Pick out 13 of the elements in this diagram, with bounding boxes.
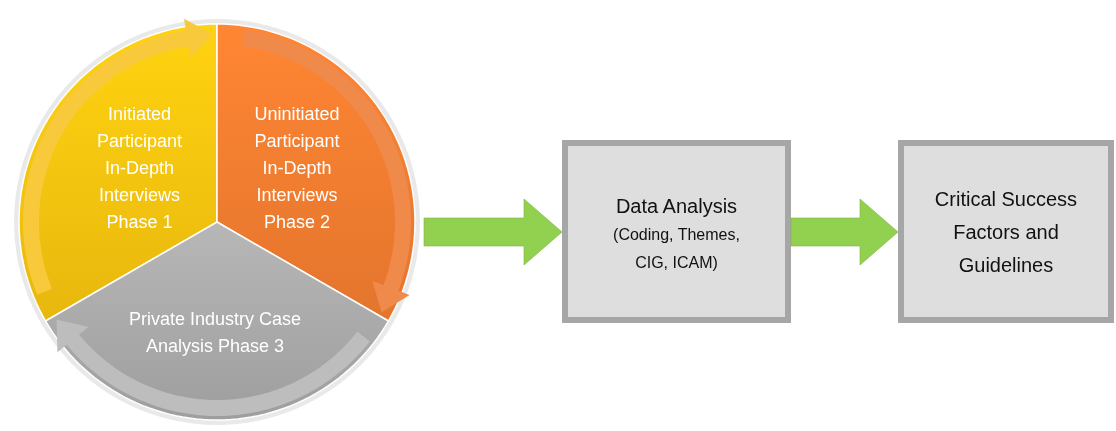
outcome-box: [898, 140, 1114, 323]
box-subtitle: (Coding, Themes, CIG, ICAM): [612, 225, 741, 273]
block-arrow: [423, 198, 563, 266]
phase-label: Private Industry Case Analysis Phase 3: [127, 308, 303, 358]
phase-label: Uninitiated Participant In-Depth Interviews Phase 2: [253, 103, 341, 234]
process-box: [562, 140, 791, 323]
cycle-arrow: [56, 319, 370, 416]
cycle-arrow: [23, 18, 213, 295]
box-title: Data Analysis: [615, 194, 738, 219]
box-title: Critical Success Factors and Guidelines: [933, 187, 1079, 278]
block-arrow: [790, 198, 899, 266]
phase-label: Initiated Participant In-Depth Interviews Phase 1: [95, 103, 183, 234]
cycle-arrow: [241, 29, 411, 313]
